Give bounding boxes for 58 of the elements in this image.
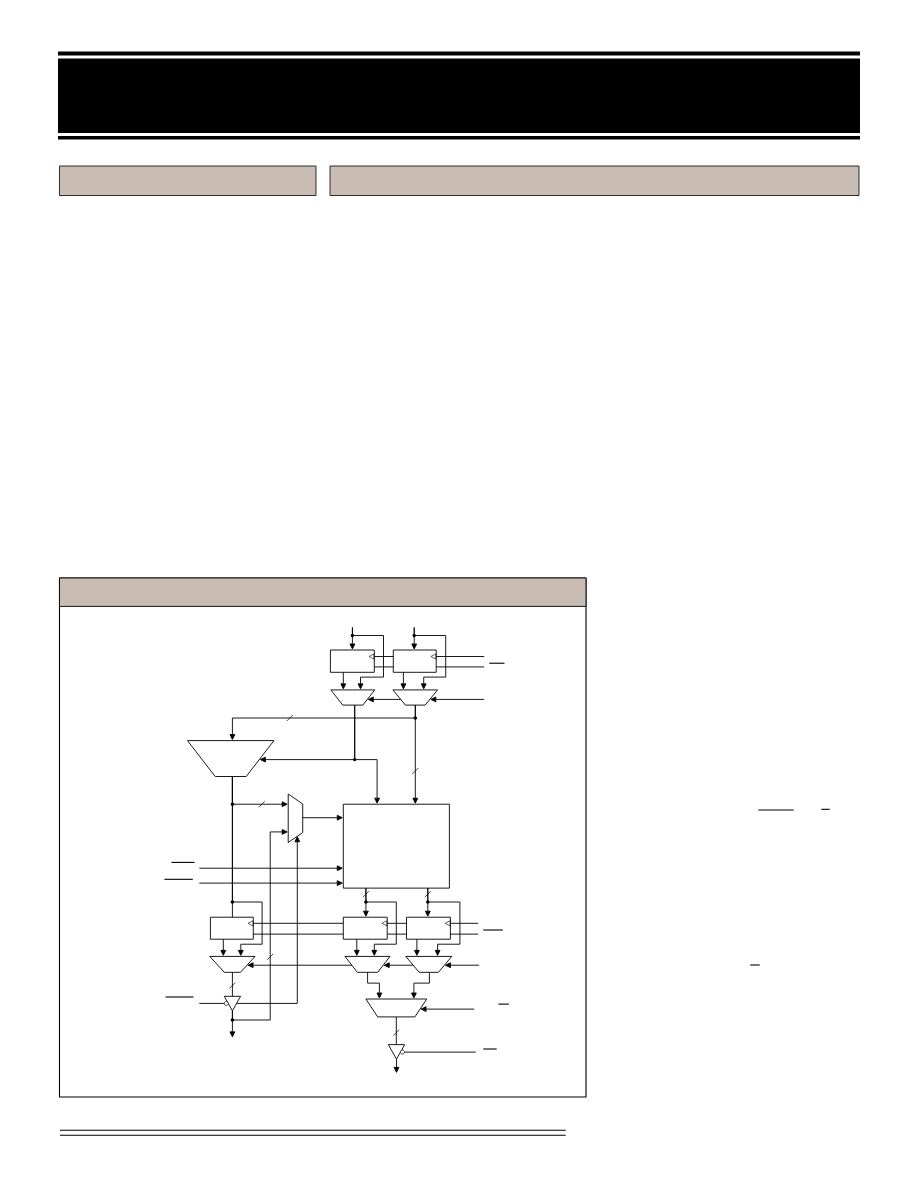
arrow <box>231 776 263 956</box>
arrow <box>383 962 414 969</box>
arrow <box>413 626 447 690</box>
arrow <box>354 704 380 804</box>
heading-bar <box>329 165 860 196</box>
mux-trapezoid <box>344 955 391 973</box>
arrow <box>420 1006 475 1012</box>
block-box <box>342 803 450 889</box>
arrow <box>412 704 419 804</box>
connector-line <box>252 933 344 935</box>
arrow <box>198 880 343 886</box>
register-box <box>392 649 437 673</box>
connector-line <box>395 1016 397 1046</box>
arrow <box>198 865 343 872</box>
arrow <box>365 887 397 956</box>
connector-line <box>373 666 394 668</box>
arrow <box>430 653 485 660</box>
buffer-triangle <box>223 995 241 1012</box>
mux-trapezoid <box>405 955 453 973</box>
arrow <box>430 696 485 703</box>
connector-line <box>449 933 479 935</box>
alu-trapezoid <box>187 740 275 777</box>
connector-line <box>386 933 407 935</box>
arrow <box>231 829 288 1021</box>
mux-trapezoid <box>365 998 428 1018</box>
arrow <box>414 938 420 956</box>
heading-bar <box>59 165 317 196</box>
connector-line <box>435 666 485 668</box>
register-box <box>329 649 375 673</box>
register-box <box>209 916 254 940</box>
arrow <box>393 1058 400 1073</box>
register-box <box>342 916 388 940</box>
mux-trapezoid <box>330 689 376 706</box>
register-box <box>406 916 451 940</box>
arrow <box>400 671 407 690</box>
mux-trapezoid <box>209 955 256 973</box>
arrow <box>247 920 344 927</box>
mux-trapezoid <box>392 689 439 706</box>
arrow <box>411 971 430 999</box>
arrow <box>302 814 343 821</box>
arrow <box>368 653 394 660</box>
arrow <box>381 920 407 927</box>
connector-line <box>231 971 233 997</box>
connector-line <box>404 1051 477 1053</box>
connector-line <box>198 1002 225 1004</box>
arrow <box>220 938 227 956</box>
arrow <box>353 938 360 956</box>
buffer-triangle <box>387 1044 406 1060</box>
arrow <box>427 887 461 956</box>
mux-trapezoid <box>287 793 304 843</box>
arrow <box>340 671 347 690</box>
arrow <box>367 696 402 703</box>
arrow <box>351 626 384 690</box>
arrow <box>444 920 479 927</box>
arrow <box>247 962 353 969</box>
arrow <box>367 971 383 999</box>
arrow <box>236 836 301 1004</box>
arrow <box>445 962 480 969</box>
